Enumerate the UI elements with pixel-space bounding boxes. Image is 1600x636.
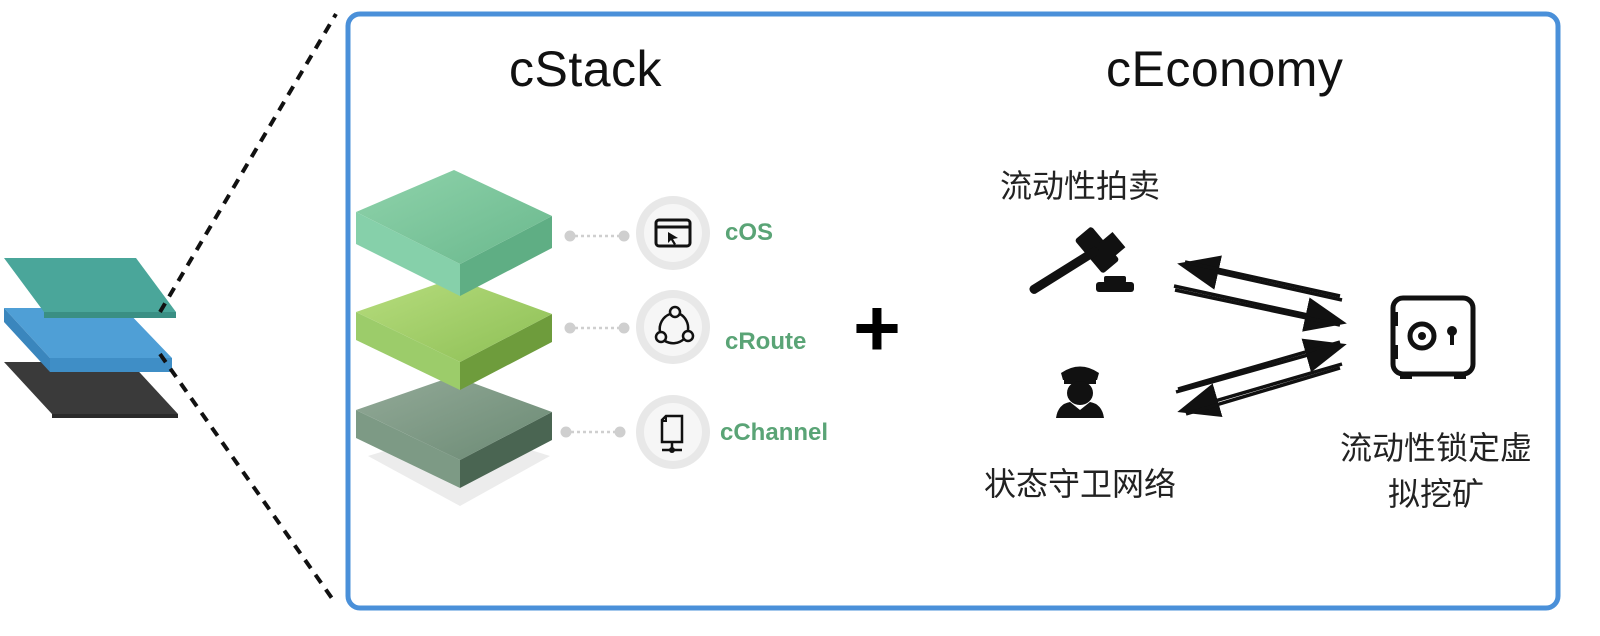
croute-layer-block	[356, 278, 552, 390]
arrow-to-auction	[1177, 255, 1343, 302]
zoom-line-top	[158, 12, 338, 314]
cstack-layers	[356, 170, 552, 506]
mining-label-line1: 流动性锁定虚	[1339, 429, 1532, 467]
detail-frame	[345, 11, 1561, 611]
zoom-line-bottom	[158, 352, 338, 606]
thumbnail-layer-stack	[4, 258, 178, 418]
cstack-title: cStack	[509, 41, 663, 97]
cos-layer-block	[356, 170, 552, 296]
arrow-to-vault-from-auction	[1173, 284, 1347, 332]
layer-label-croute: cRoute	[725, 328, 807, 355]
share-network-icon	[636, 290, 710, 364]
mining-label-line2: 拟挖矿	[1387, 475, 1484, 513]
layer-connectors	[560, 230, 630, 438]
cchannel-layer-block	[356, 376, 552, 488]
thumbnail-layer-top	[4, 258, 176, 312]
auction-label: 流动性拍卖	[999, 167, 1160, 205]
arrow-to-vault-from-guard	[1175, 338, 1347, 394]
gavel-icon	[1029, 227, 1134, 294]
plus-sign: +	[853, 283, 901, 374]
layer-label-cchannel: cChannel	[720, 419, 829, 446]
document-network-icon	[636, 395, 710, 469]
thumbnail-layer-middle	[4, 308, 172, 358]
ceconomy-title: cEconomy	[1106, 41, 1344, 97]
safe-vault-icon	[1390, 295, 1476, 379]
guard-label: 状态守卫网络	[983, 465, 1176, 503]
exchange-arrows	[1173, 255, 1347, 418]
arrow-to-guard	[1177, 362, 1343, 418]
thumbnail-layer-bottom	[4, 362, 178, 414]
browser-window-icon	[636, 196, 710, 270]
layer-label-cos: cOS	[725, 219, 774, 246]
police-officer-icon	[1056, 366, 1104, 418]
